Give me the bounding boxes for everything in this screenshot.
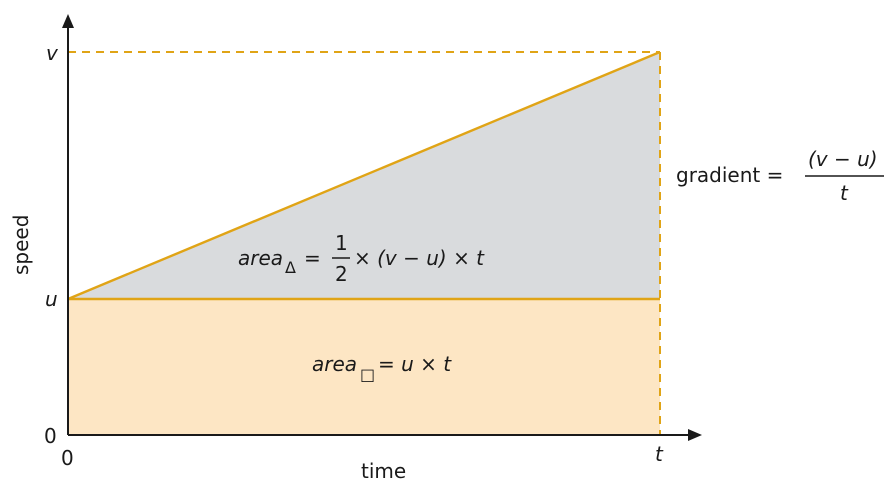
speed-line <box>67 50 661 301</box>
rectangle-area-formula: area □ = u × t <box>312 352 452 384</box>
x-axis-title: time <box>361 459 406 483</box>
gradient-denominator: t <box>840 181 849 205</box>
half-numerator: 1 <box>335 231 348 255</box>
triangle-area-rest: × (v − u) × t <box>354 246 485 270</box>
x-axis-arrow-icon <box>688 429 702 441</box>
triangle-subscript: Δ <box>285 258 296 277</box>
x-origin-label: 0 <box>61 446 74 470</box>
rectangle-subscript: □ <box>360 365 375 384</box>
y-label-v: v <box>46 41 59 65</box>
gradient-numerator: (v − u) <box>808 147 878 171</box>
rectangle-area-rest: = u × t <box>378 352 452 376</box>
y-label-u: u <box>45 287 58 311</box>
gradient-label: gradient = <box>676 163 783 187</box>
x-end-label-t: t <box>655 442 664 466</box>
half-denominator: 2 <box>335 262 348 286</box>
y-axis-title: speed <box>9 215 33 275</box>
triangle-area-word: area <box>238 246 283 270</box>
triangle-area-formula: area Δ = 1 2 × (v − u) × t <box>238 231 485 286</box>
y-axis-arrow-icon <box>62 14 74 28</box>
triangle-equals: = <box>304 246 321 270</box>
y-origin-label: 0 <box>44 424 57 448</box>
gradient-formula: gradient = (v − u) t <box>676 147 884 205</box>
rectangle-area-word: area <box>312 352 357 376</box>
rectangle-area-region <box>68 299 660 435</box>
